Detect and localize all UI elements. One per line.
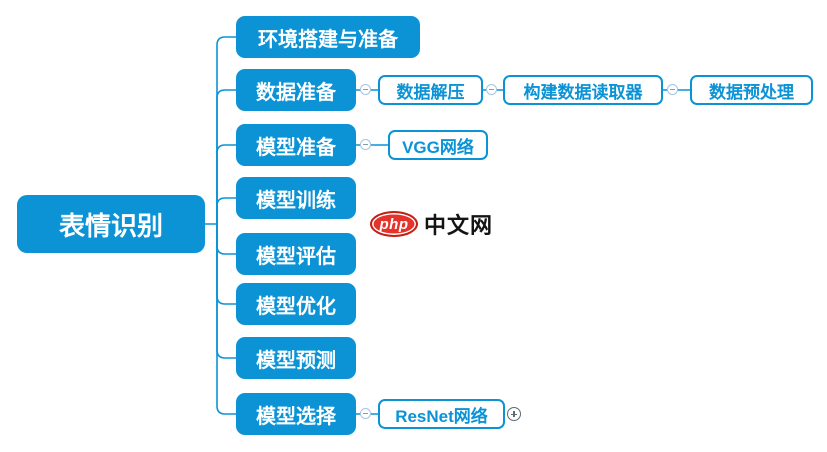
php-logo-badge-text: php [379,215,409,233]
subtopic-data-preprocessing[interactable]: 数据预处理 [690,75,813,105]
subtopic-label: ResNet网络 [395,406,488,426]
branch-label: 环境搭建与准备 [258,28,398,51]
minus-bar [363,88,368,91]
php-cn-watermark: php 中文网 [370,210,493,238]
subtopic-label: 构建数据读取器 [523,82,643,102]
branch-model-prediction[interactable]: 模型预测 [236,337,356,379]
branch-label: 模型准备 [256,136,336,159]
branch-label: 模型评估 [256,245,336,268]
watermark-text: 中文网 [424,213,494,238]
subtopic-resnet-network[interactable]: ResNet网络 [378,399,505,429]
php-logo-badge-icon: php [370,211,418,237]
branch-label: 模型训练 [256,189,336,212]
root-topic[interactable]: 表情识别 [17,195,205,253]
collapse-minus-circle-icon[interactable] [486,84,497,95]
subtopic-build-data-reader[interactable]: 构建数据读取器 [503,75,663,105]
branch-model-preparation[interactable]: 模型准备 [236,124,356,166]
root-topic-label: 表情识别 [58,210,163,241]
expand-plus-circle-icon[interactable] [507,407,521,421]
minus-bar [670,88,675,91]
collapse-minus-circle-icon[interactable] [667,84,678,95]
minus-bar [363,412,368,415]
minus-bar [363,143,368,146]
branch-model-optimization[interactable]: 模型优化 [236,283,356,325]
subtopic-label: 数据预处理 [709,82,794,102]
collapse-minus-circle-icon[interactable] [360,84,371,95]
plus-bar [513,411,515,417]
subtopic-vgg-network[interactable]: VGG网络 [388,130,488,160]
branch-label: 模型选择 [256,405,336,428]
branch-label: 数据准备 [256,81,336,104]
subtopic-label: VGG网络 [402,137,474,157]
collapse-minus-circle-icon[interactable] [360,408,371,419]
subtopic-label: 数据解压 [396,82,465,102]
branch-data-preparation[interactable]: 数据准备 [236,69,356,111]
branch-environment-setup[interactable]: 环境搭建与准备 [236,16,420,58]
branch-model-selection[interactable]: 模型选择 [236,393,356,435]
subtopic-data-unzip[interactable]: 数据解压 [378,75,483,105]
branch-model-training[interactable]: 模型训练 [236,177,356,219]
collapse-minus-circle-icon[interactable] [360,139,371,150]
branch-model-evaluation[interactable]: 模型评估 [236,233,356,275]
branch-label: 模型优化 [256,295,336,318]
minus-bar [489,88,494,91]
branch-label: 模型预测 [256,349,336,372]
